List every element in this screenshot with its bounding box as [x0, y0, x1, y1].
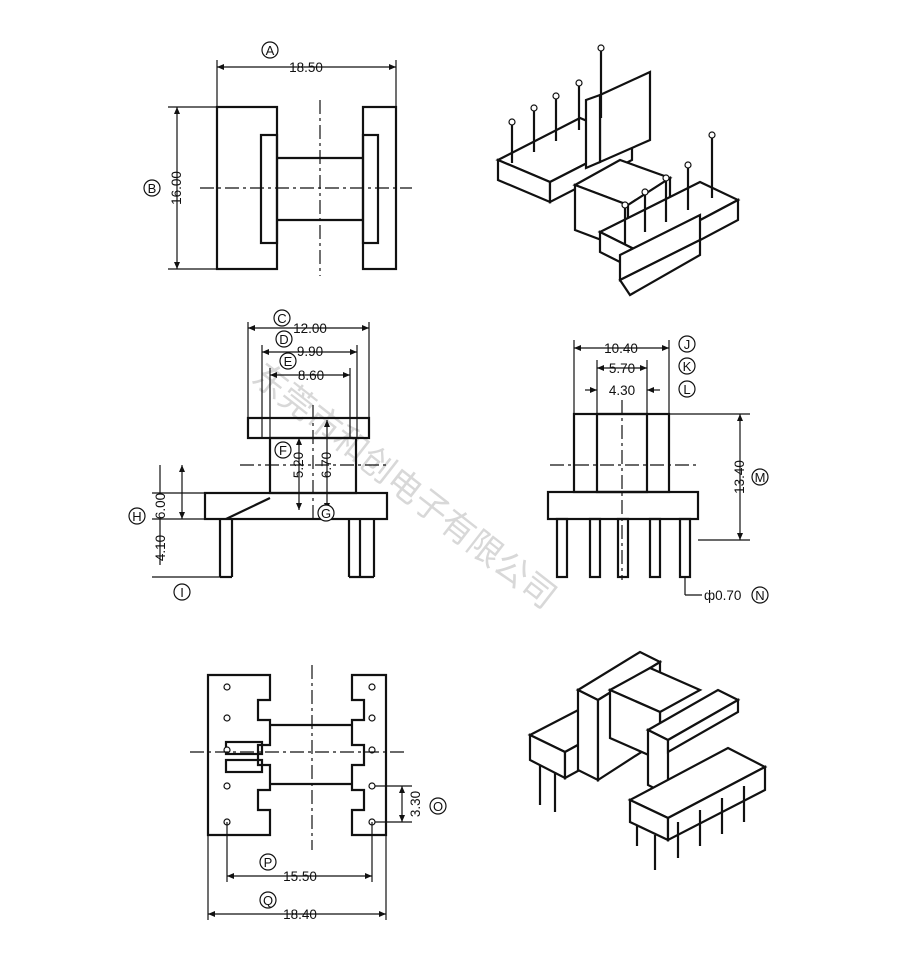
top-view [168, 60, 412, 276]
value-N: ф0.70 [704, 588, 741, 603]
bottom-view [190, 665, 412, 920]
label-D: D [279, 332, 288, 347]
label-circle-A [261, 41, 279, 59]
label-circle-F [274, 441, 292, 459]
label-circle-Q [259, 891, 277, 909]
value-G: 6.70 [319, 452, 334, 478]
value-L: 4.30 [609, 383, 635, 398]
label-I: I [180, 585, 184, 600]
label-G: G [321, 506, 331, 521]
isometric-view-top [495, 44, 741, 297]
value-I: 4.10 [153, 535, 168, 561]
value-M: 13.40 [732, 460, 747, 494]
label-circle-G [317, 504, 335, 522]
value-P: 15.50 [283, 869, 317, 884]
label-E: E [284, 354, 293, 369]
value-D: 9.90 [297, 344, 323, 359]
value-H: 6.00 [153, 493, 168, 519]
side-view [546, 340, 750, 596]
front-view [152, 322, 390, 579]
label-circle-N [751, 586, 769, 604]
label-circle-E [279, 352, 297, 370]
value-O: 3.30 [408, 791, 423, 817]
label-H: H [132, 509, 141, 524]
label-B: B [148, 181, 157, 196]
label-N: N [755, 588, 764, 603]
label-circle-H [128, 507, 146, 525]
label-circle-O [429, 797, 447, 815]
value-B: 16.00 [169, 171, 184, 205]
watermark-text: 东莞市和创电子有限公司 [244, 356, 563, 618]
label-Q: Q [263, 893, 273, 908]
label-circle-M [751, 468, 769, 486]
label-F: F [279, 443, 287, 458]
value-C: 12.00 [293, 321, 327, 336]
label-C: C [277, 311, 286, 326]
label-circle-B [143, 179, 161, 197]
isometric-view-bottom [527, 650, 768, 870]
label-P: P [264, 855, 273, 870]
label-circle-I [173, 583, 191, 601]
label-A: A [266, 43, 275, 58]
label-circle-D [275, 330, 293, 348]
value-A: 18.50 [289, 60, 323, 75]
value-J: 10.40 [604, 341, 638, 356]
label-circle-L [678, 380, 696, 398]
label-J: J [684, 337, 691, 352]
label-L: L [683, 382, 690, 397]
dimension-labels: A 18.50 B 16.00 C 12.00 D 9.90 E 8.60 F … [128, 41, 769, 922]
value-F: 5.20 [291, 452, 306, 478]
value-K: 5.70 [609, 361, 635, 376]
label-circle-K [678, 357, 696, 375]
value-E: 8.60 [298, 368, 324, 383]
label-O: O [433, 799, 443, 814]
label-circle-P [259, 853, 277, 871]
value-Q: 18.40 [283, 907, 317, 922]
label-circle-J [678, 335, 696, 353]
label-M: M [755, 470, 766, 485]
label-K: K [683, 359, 692, 374]
label-circle-C [273, 309, 291, 327]
